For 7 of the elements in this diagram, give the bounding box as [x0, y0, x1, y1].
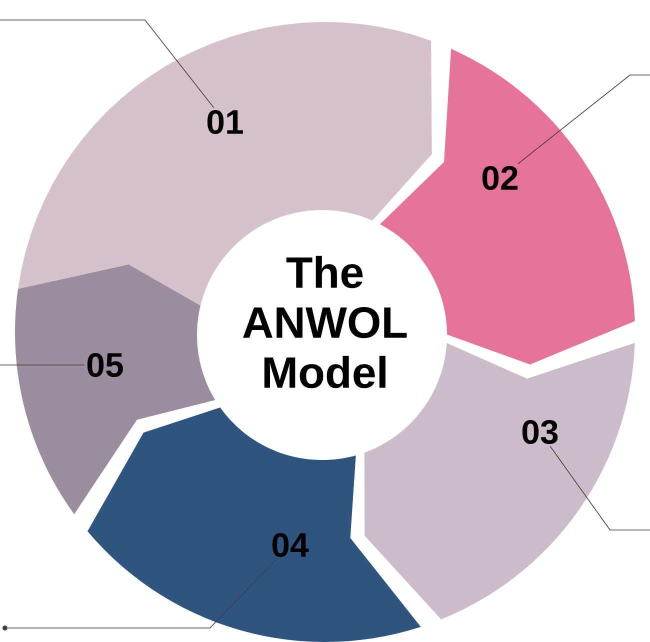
leader-line — [7, 558, 277, 628]
leader-line — [0, 364, 84, 366]
leader-line — [518, 74, 650, 164]
arrow-segment: 04 — [88, 400, 421, 642]
arrow-segment: 05 — [15, 264, 240, 514]
leader-line — [550, 446, 650, 530]
leader-line — [0, 20, 214, 108]
